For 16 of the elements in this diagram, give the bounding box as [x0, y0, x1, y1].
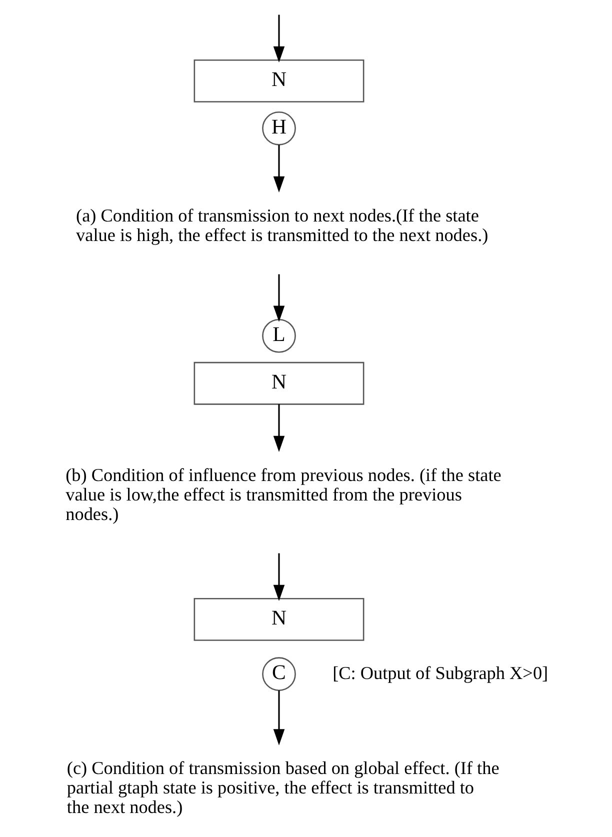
arrow — [273, 690, 285, 746]
node-circle: H — [262, 112, 296, 146]
node-label: [C: Output of Subgraph X>0] — [332, 662, 548, 683]
arrow — [273, 14, 285, 62]
label: (b) Condition of influence from previous nodes. (if the state value is low,the effect is transmitted from the previous nodes.) — [66, 464, 502, 524]
node-box: N — [194, 598, 364, 641]
arrow — [273, 274, 285, 322]
node-box: N — [194, 362, 364, 405]
label: (c) Condition of transmission based on global effect. (If the partial gtaph state is positive, the effect is transmitted to the next nodes.) — [66, 758, 500, 818]
node-circle: C — [262, 657, 296, 691]
arrow — [273, 404, 285, 452]
arrow — [273, 144, 285, 193]
arrow — [273, 553, 285, 601]
label: (a) Condition of transmission to next nodes.(If the state value is high, the effect is transmitted to the next nodes.) — [76, 205, 488, 245]
node-circle: L — [262, 318, 296, 353]
node-box: N — [194, 59, 364, 102]
